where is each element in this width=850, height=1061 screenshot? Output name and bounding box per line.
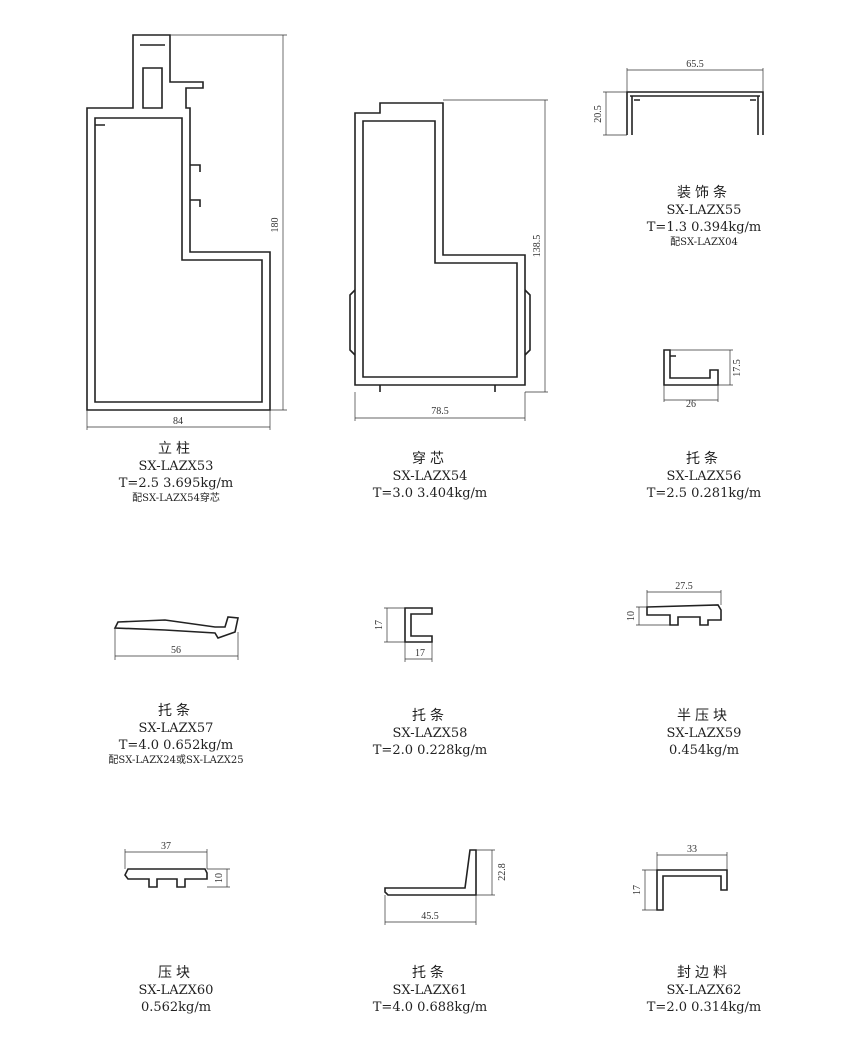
svg-text:45.5: 45.5 bbox=[421, 911, 439, 922]
part-spec: T=2.0 0.314kg/m bbox=[646, 1000, 762, 1015]
svg-text:78.5: 78.5 bbox=[431, 406, 449, 417]
part-code: SX-LAZX58 bbox=[392, 726, 468, 741]
svg-text:17.5: 17.5 bbox=[732, 359, 743, 377]
caption-lazx57: 托条 SX-LAZX57 T=4.0 0.652kg/m 配SX-LAZX24或… bbox=[66, 703, 286, 767]
caption-lazx56: 托条 SX-LAZX56 T=2.5 0.281kg/m bbox=[594, 451, 814, 502]
profile-lazx54: 138.5 78.5 bbox=[349, 99, 548, 421]
caption-lazx54: 穿芯 SX-LAZX54 T=3.0 3.404kg/m bbox=[320, 451, 540, 502]
svg-text:22.8: 22.8 bbox=[497, 863, 508, 881]
part-name: 立柱 bbox=[158, 441, 194, 457]
svg-text:33: 33 bbox=[687, 844, 697, 855]
part-spec: 0.454kg/m bbox=[668, 743, 740, 758]
part-spec: T=4.0 0.688kg/m bbox=[372, 1000, 488, 1015]
part-code: SX-LAZX56 bbox=[666, 469, 742, 484]
profile-lazx57: 56 bbox=[113, 616, 239, 660]
part-note: 配SX-LAZX54穿芯 bbox=[132, 493, 220, 504]
caption-lazx55: 装饰条 SX-LAZX55 T=1.3 0.394kg/m 配SX-LAZX04 bbox=[594, 185, 814, 249]
part-note: 配SX-LAZX04 bbox=[670, 237, 738, 248]
part-spec: T=2.5 0.281kg/m bbox=[646, 486, 762, 501]
part-spec: T=1.3 0.394kg/m bbox=[646, 220, 762, 235]
svg-text:138.5: 138.5 bbox=[532, 235, 543, 258]
svg-text:180: 180 bbox=[270, 218, 281, 233]
part-spec: T=2.0 0.228kg/m bbox=[372, 743, 488, 758]
part-spec: T=3.0 3.404kg/m bbox=[372, 486, 488, 501]
svg-text:65.5: 65.5 bbox=[686, 59, 704, 70]
svg-text:17: 17 bbox=[374, 620, 385, 630]
svg-text:17: 17 bbox=[632, 885, 643, 895]
part-spec: 0.562kg/m bbox=[140, 1000, 212, 1015]
part-spec: T=4.0 0.652kg/m bbox=[118, 738, 234, 753]
part-name: 托条 bbox=[412, 708, 448, 724]
profile-lazx56: 17.5 26 bbox=[663, 349, 743, 410]
caption-lazx61: 托条 SX-LAZX61 T=4.0 0.688kg/m bbox=[320, 965, 540, 1016]
svg-text:10: 10 bbox=[214, 873, 225, 883]
profile-lazx62: 33 17 bbox=[632, 844, 728, 911]
caption-lazx62: 封边料 SX-LAZX62 T=2.0 0.314kg/m bbox=[594, 965, 814, 1016]
part-code: SX-LAZX54 bbox=[392, 469, 468, 484]
svg-text:20.5: 20.5 bbox=[593, 105, 604, 123]
part-code: SX-LAZX60 bbox=[138, 983, 214, 998]
profile-lazx55: 65.5 20.5 bbox=[593, 59, 764, 136]
part-name: 穿芯 bbox=[412, 451, 448, 467]
caption-lazx60: 压块 SX-LAZX60 0.562kg/m bbox=[66, 965, 286, 1016]
profile-lazx58: 17 17 bbox=[374, 607, 433, 662]
part-code: SX-LAZX61 bbox=[392, 983, 468, 998]
svg-text:56: 56 bbox=[171, 645, 181, 656]
part-name: 半压块 bbox=[677, 708, 731, 724]
part-name: 压块 bbox=[158, 965, 194, 981]
profile-lazx60: 37 10 bbox=[124, 841, 230, 888]
svg-text:37: 37 bbox=[161, 841, 171, 852]
part-name: 托条 bbox=[158, 703, 194, 719]
part-name: 托条 bbox=[412, 965, 448, 981]
svg-text:27.5: 27.5 bbox=[675, 581, 693, 592]
svg-text:17: 17 bbox=[415, 648, 425, 659]
svg-text:84: 84 bbox=[173, 416, 183, 427]
part-code: SX-LAZX55 bbox=[666, 203, 742, 218]
part-code: SX-LAZX59 bbox=[666, 726, 742, 741]
svg-text:10: 10 bbox=[626, 611, 637, 621]
part-code: SX-LAZX53 bbox=[138, 459, 214, 474]
caption-lazx53: 立柱 SX-LAZX53 T=2.5 3.695kg/m 配SX-LAZX54穿… bbox=[66, 441, 286, 505]
profile-lazx59: 27.5 10 bbox=[626, 581, 722, 626]
part-name: 封边料 bbox=[677, 965, 731, 981]
part-spec: T=2.5 3.695kg/m bbox=[118, 476, 234, 491]
part-code: SX-LAZX57 bbox=[138, 721, 214, 736]
part-name: 装饰条 bbox=[677, 185, 731, 201]
svg-text:26: 26 bbox=[686, 399, 696, 410]
part-code: SX-LAZX62 bbox=[666, 983, 742, 998]
part-name: 托条 bbox=[686, 451, 722, 467]
profile-lazx61: 22.8 45.5 bbox=[384, 849, 508, 925]
profile-lazx53: 180 84 bbox=[86, 34, 287, 430]
part-note: 配SX-LAZX24或SX-LAZX25 bbox=[108, 755, 244, 766]
caption-lazx58: 托条 SX-LAZX58 T=2.0 0.228kg/m bbox=[320, 708, 540, 759]
caption-lazx59: 半压块 SX-LAZX59 0.454kg/m bbox=[594, 708, 814, 759]
